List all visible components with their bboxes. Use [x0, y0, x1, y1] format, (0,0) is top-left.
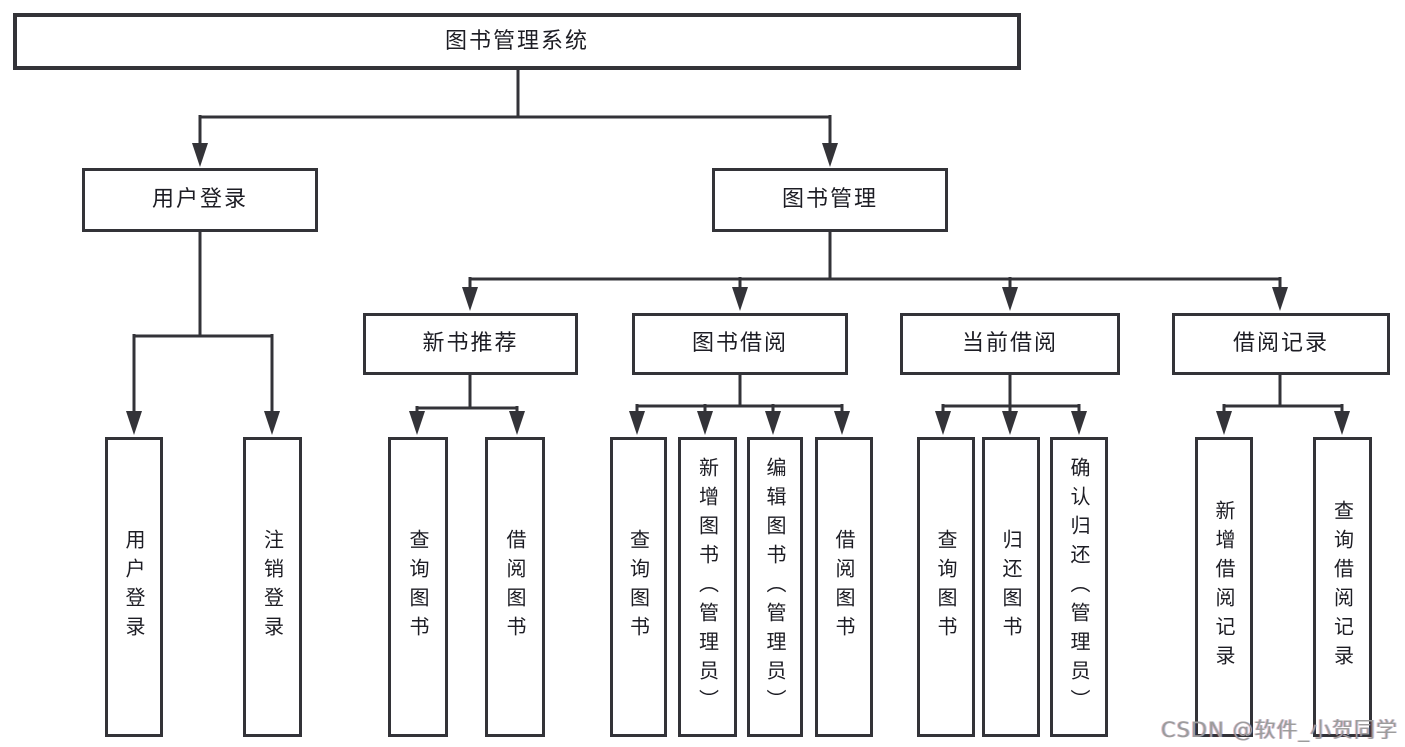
csdn-watermark: CSDN @软件_小贺同学	[1160, 718, 1398, 742]
node-cat-new-book-recommend-label: 新书推荐	[422, 331, 519, 356]
leaf-query-books-borrow: 查询图书	[610, 437, 667, 737]
leaf-add-book-admin-label: 新增图书（管理员）	[695, 456, 720, 718]
leaf-query-books-recommend: 查询图书	[388, 437, 448, 737]
leaf-add-book-admin: 新增图书（管理员）	[678, 437, 737, 737]
node-user-login-label: 用户登录	[151, 187, 248, 212]
leaf-query-books-current: 查询图书	[917, 437, 975, 737]
connector-book-management-branch	[468, 230, 1282, 290]
node-book-management-label: 图书管理	[781, 187, 878, 212]
connector-current-borrow-branch	[941, 373, 1081, 414]
leaf-borrow-books-borrow-label: 借阅图书	[832, 529, 856, 645]
leaf-borrow-books-borrow: 借阅图书	[815, 437, 873, 737]
leaf-return-book: 归还图书	[982, 437, 1040, 737]
arrowheads	[126, 143, 1350, 435]
leaf-edit-book-admin: 编辑图书（管理员）	[747, 437, 803, 737]
connector-root-to-level2	[198, 67, 832, 146]
leaf-confirm-return-admin-label: 确认归还（管理员）	[1067, 456, 1091, 718]
leaf-query-borrow-record: 查询借阅记录	[1313, 437, 1372, 737]
connector-book-borrow-branch	[635, 373, 844, 414]
leaf-add-borrow-record-label: 新增借阅记录	[1212, 500, 1236, 674]
leaf-user-login-label: 用户登录	[122, 529, 146, 645]
node-cat-book-borrow-label: 图书借阅	[691, 331, 788, 356]
connector-borrow-records-branch	[1222, 373, 1344, 414]
node-root: 图书管理系统	[13, 13, 1021, 70]
connector-new-book-branch	[415, 373, 519, 414]
leaf-user-login: 用户登录	[105, 437, 163, 737]
node-cat-current-borrow: 当前借阅	[900, 313, 1120, 375]
leaf-confirm-return-admin: 确认归还（管理员）	[1050, 437, 1108, 737]
node-cat-borrow-records-label: 借阅记录	[1232, 331, 1329, 356]
leaf-query-books-current-label: 查询图书	[934, 529, 958, 645]
node-cat-new-book-recommend: 新书推荐	[363, 313, 578, 375]
leaf-return-book-label: 归还图书	[999, 529, 1023, 645]
leaf-logout-label: 注销登录	[260, 529, 285, 645]
leaf-edit-book-admin-label: 编辑图书（管理员）	[763, 456, 787, 718]
leaf-logout: 注销登录	[243, 437, 302, 737]
node-cat-current-borrow-label: 当前借阅	[961, 331, 1058, 356]
node-cat-book-borrow: 图书借阅	[632, 313, 848, 375]
connector-user-login-branch	[132, 230, 274, 414]
node-user-login: 用户登录	[82, 168, 318, 232]
node-root-label: 图书管理系统	[444, 28, 589, 54]
node-book-management: 图书管理	[712, 168, 948, 232]
leaf-query-books-recommend-label: 查询图书	[406, 529, 430, 645]
leaf-borrow-books-recommend: 借阅图书	[485, 437, 545, 737]
leaf-add-borrow-record: 新增借阅记录	[1195, 437, 1253, 737]
leaf-borrow-books-recommend-label: 借阅图书	[503, 529, 527, 645]
leaf-query-borrow-record-label: 查询借阅记录	[1330, 500, 1355, 674]
node-cat-borrow-records: 借阅记录	[1172, 313, 1390, 375]
leaf-query-books-borrow-label: 查询图书	[626, 529, 651, 645]
